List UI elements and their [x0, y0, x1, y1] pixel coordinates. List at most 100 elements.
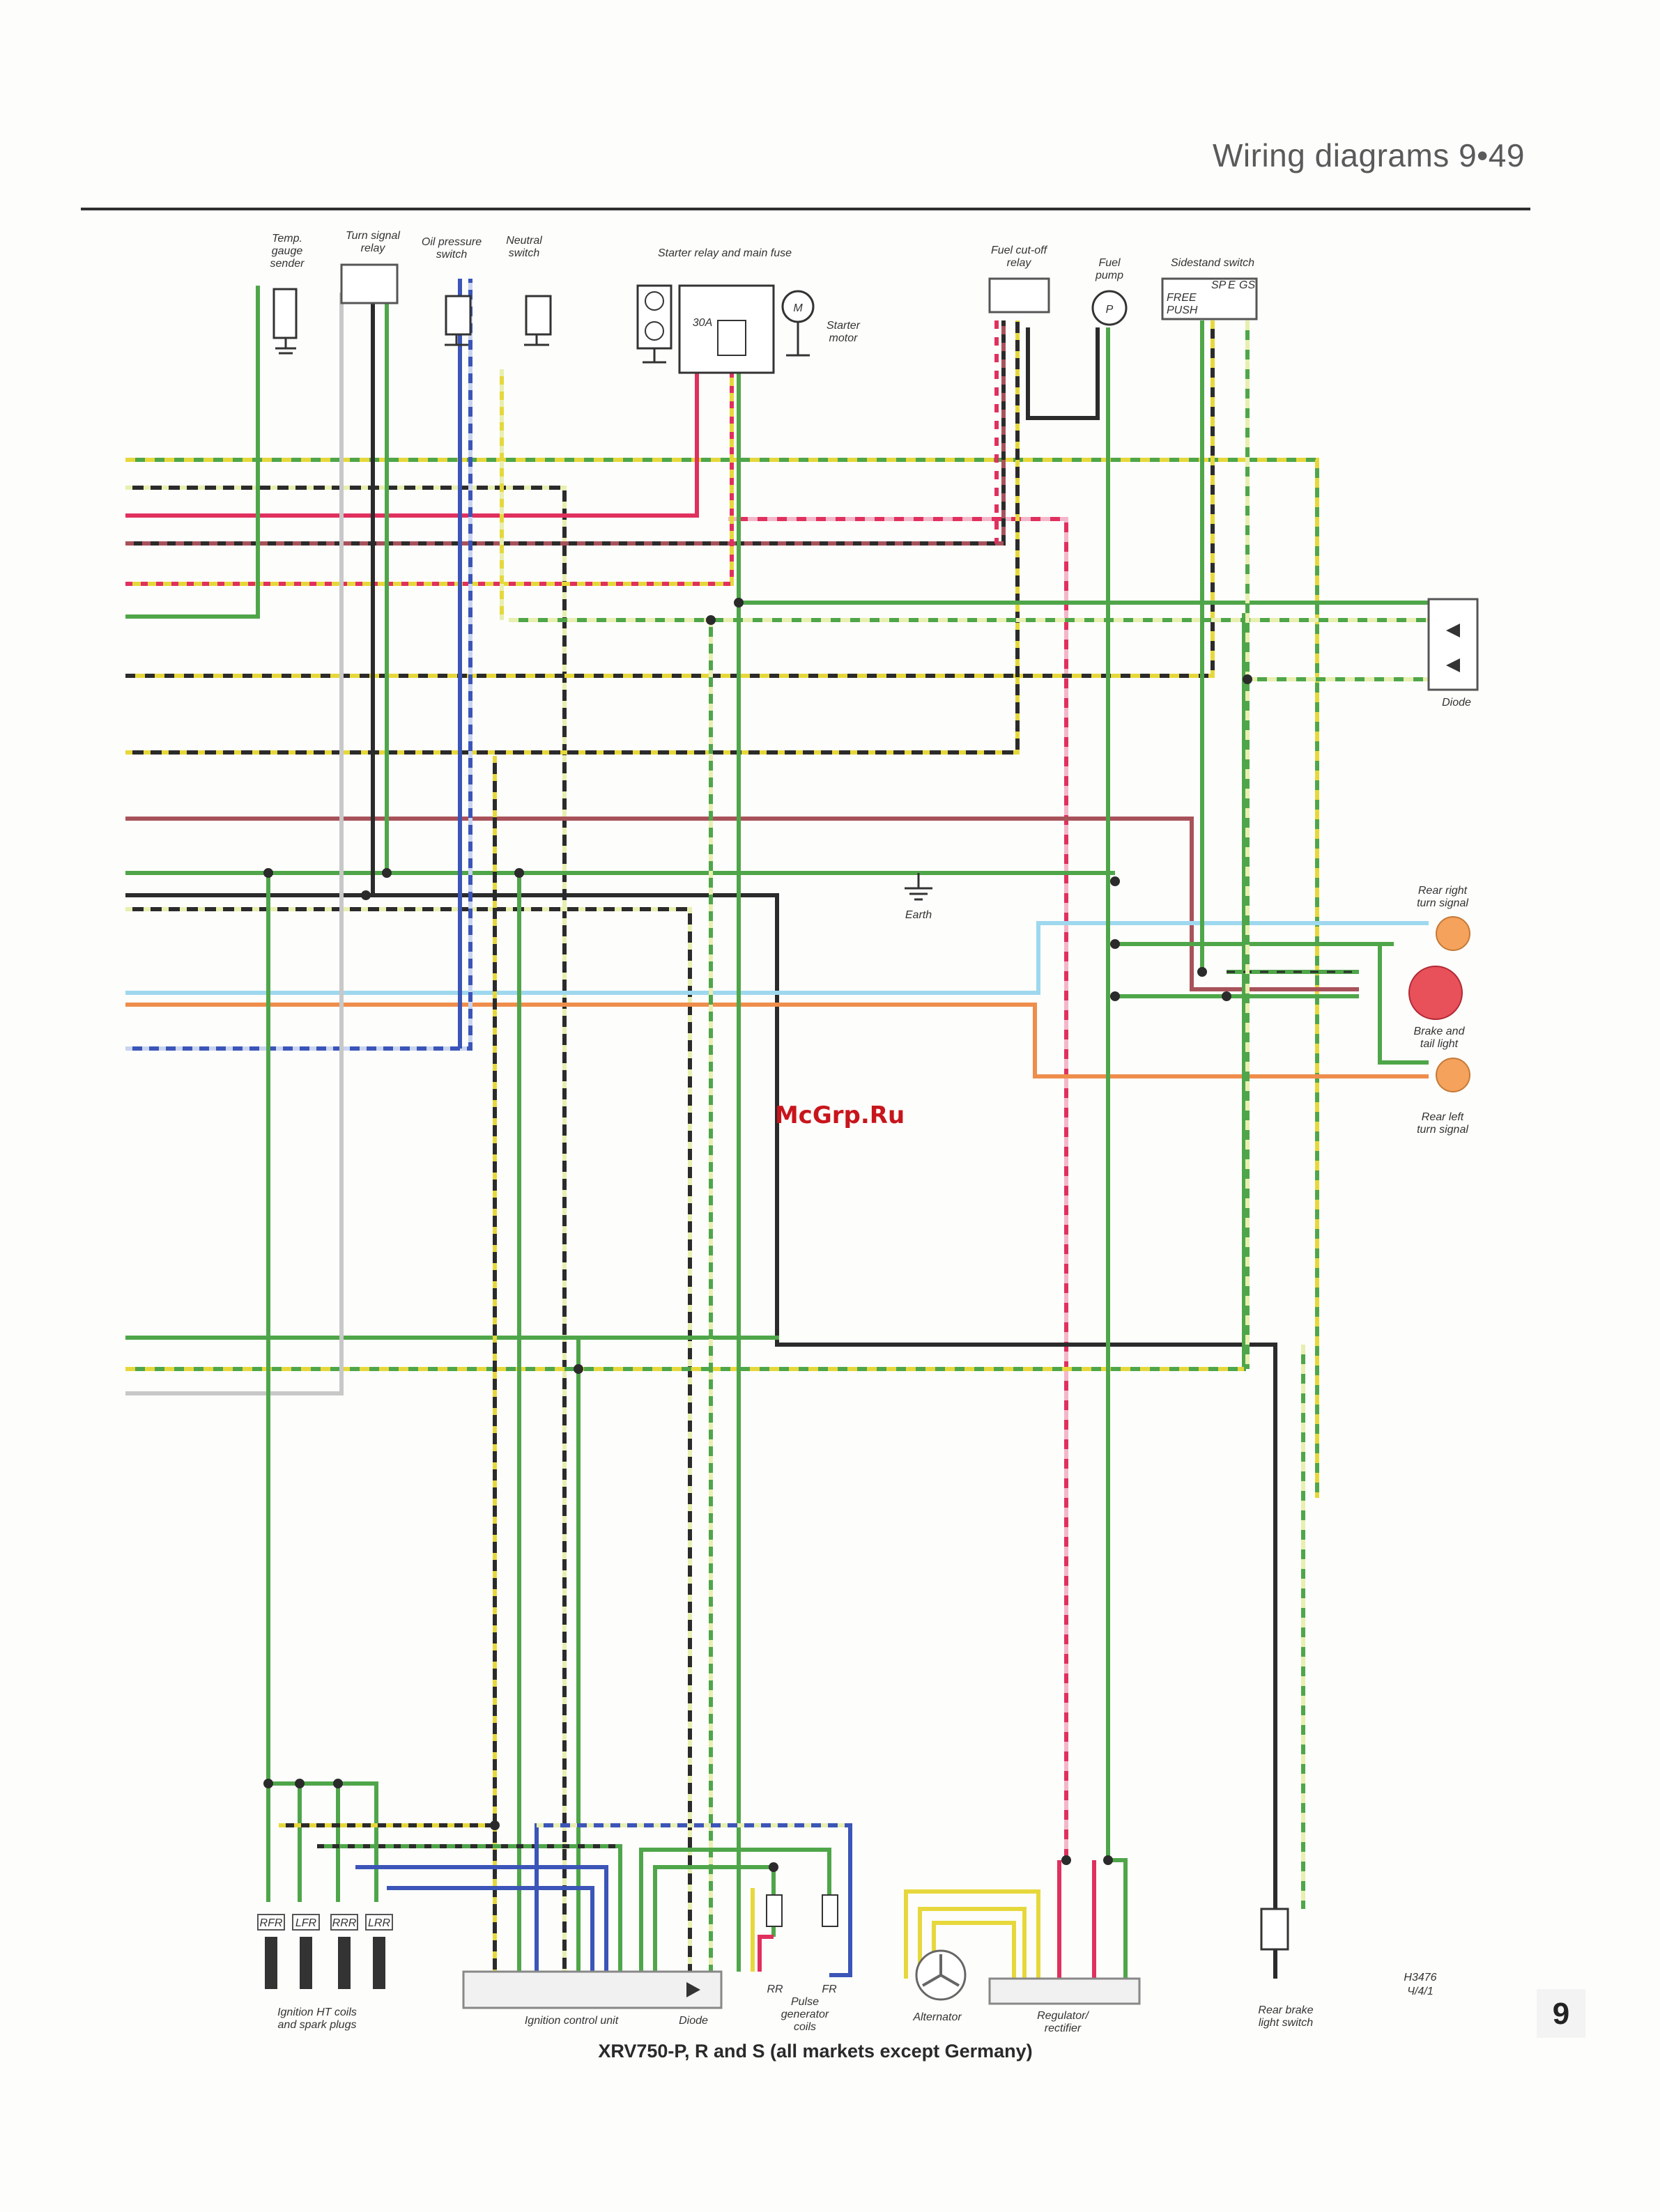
turn-signal-relay: Turn signal relay	[340, 230, 400, 304]
rear-right-label-1: Rear right	[1418, 885, 1468, 897]
earth-label: Earth	[905, 909, 932, 921]
neutral-label-1: Neutral	[506, 235, 542, 247]
icu-label: Ignition control unit	[525, 2015, 619, 2027]
wire-green-temp	[125, 286, 260, 619]
regulator-label-1: Regulator/	[1037, 2010, 1089, 2022]
page-tab	[1537, 1989, 1585, 2038]
wire-bw-dashed	[125, 907, 692, 1993]
fuel-relay-label-1: Fuel cut-off	[991, 245, 1048, 256]
fuel-pump-label-2: pump	[1095, 270, 1123, 281]
pulse-fr: FR	[822, 1983, 837, 1995]
alternator-label: Alternator	[912, 2011, 962, 2023]
ref-code: H3476	[1404, 1972, 1436, 1983]
starter-relay-label: Starter relay and main fuse	[658, 247, 792, 259]
watermark: McGrp.Ru	[775, 1101, 905, 1129]
wire-blue-white	[125, 279, 472, 1051]
diode-bottom-label: Diode	[679, 2015, 708, 2027]
temp-label-3: sender	[270, 258, 305, 270]
temp-label-2: gauge	[272, 245, 303, 257]
diagram-caption: XRV750-P, R and S (all markets except Ge…	[598, 2041, 1032, 2062]
sidestand-sp: SP	[1211, 279, 1227, 291]
sidestand-e: E	[1228, 279, 1236, 291]
ignition-control-unit: Ignition control unit	[462, 1970, 723, 2027]
ignition-coils-label-2: and spark plugs	[278, 2019, 357, 2031]
wire-black-ign	[125, 893, 1277, 1979]
coil-lrr: LRR	[368, 1917, 390, 1929]
rear-brake-label-1: Rear brake	[1258, 2004, 1313, 2016]
temp-gauge-sender: Temp. gauge sender	[270, 233, 305, 355]
wire-orange	[125, 1003, 1429, 1078]
motor-symbol: M	[793, 302, 803, 314]
rear-left-label-1: Rear left	[1422, 1111, 1464, 1123]
regulator-rectifier: Regulator/ rectifier	[988, 1977, 1141, 2034]
junction-dots	[263, 598, 1252, 1872]
horizontal-wires	[125, 279, 1429, 1993]
wire-yellow-red	[125, 369, 734, 586]
diode-bottom: Diode	[679, 1982, 708, 2027]
tab-number: 9	[1553, 1997, 1569, 2031]
oil-label-1: Oil pressure	[422, 236, 482, 248]
starter-motor-label-1: Starter	[827, 320, 861, 332]
wire-light-blue	[125, 921, 1429, 995]
wire-green-yellow-top	[125, 458, 1319, 1498]
diode-right-label: Diode	[1442, 697, 1471, 709]
temp-label-1: Temp.	[272, 233, 302, 245]
alternator: Alternator	[912, 1949, 967, 2023]
wire-brown	[125, 817, 1359, 991]
pulse-rr: RR	[767, 1983, 783, 1995]
starter-relay-main-fuse: 30A Starter relay and main fuse	[658, 247, 792, 374]
wire-red-main	[125, 369, 699, 518]
regulator-label-2: rectifier	[1045, 2022, 1082, 2034]
wire-black-white	[125, 486, 567, 1972]
starter-motor-label-2: motor	[829, 332, 859, 344]
rear-brake-label-2: light switch	[1259, 2017, 1313, 2029]
starter-motor: M Starter motor	[781, 290, 861, 357]
sidestand-free: FREE	[1167, 292, 1197, 304]
bottom-harness	[266, 1781, 1128, 1979]
ignition-ht-coils: RFR LFR RRR LRR Ignition HT coils and sp…	[257, 1914, 393, 2031]
earth-symbol: Earth	[905, 873, 932, 921]
sidestand-label: Sidestand switch	[1171, 257, 1254, 269]
pulse-generator-coils: RR FR Pulse generator coils	[766, 1894, 838, 2033]
pump-symbol: P	[1106, 304, 1114, 316]
turn-relay-label-1: Turn signal	[346, 230, 400, 242]
oil-label-2: switch	[436, 249, 468, 261]
brake-tail-light: Brake and tail light	[1408, 966, 1466, 1050]
pulse-label-1: Pulse	[791, 1996, 819, 2008]
fuel-relay-label-2: relay	[1007, 257, 1032, 269]
coil-rfr: RFR	[260, 1917, 283, 1929]
vertical-wires	[266, 279, 1305, 1993]
header-rule	[81, 208, 1530, 210]
rear-left-turn-signal: Rear left turn signal	[1417, 1058, 1470, 1136]
coil-lfr: LFR	[295, 1917, 317, 1929]
fuel-cutoff-relay: Fuel cut-off relay	[988, 245, 1050, 314]
fuel-pump: P Fuel pump	[1091, 257, 1128, 326]
rear-right-label-2: turn signal	[1417, 897, 1468, 909]
diode-right: Diode	[1427, 598, 1479, 709]
neutral-label-2: switch	[509, 247, 540, 259]
oil-pressure-switch: Oil pressure switch	[422, 236, 482, 346]
turn-relay-label-2: relay	[361, 242, 386, 254]
fuel-pump-label-1: Fuel	[1098, 257, 1121, 269]
page-header: Wiring diagrams 9•49	[1213, 137, 1525, 173]
sidestand-gs: GS	[1239, 279, 1255, 291]
sidestand-push: PUSH	[1167, 304, 1198, 316]
fuse-rating: 30A	[693, 317, 712, 329]
pulse-label-2: generator	[781, 2009, 829, 2020]
ref-code-2: Ч/4/1	[1407, 1986, 1433, 1997]
rear-right-turn-signal: Rear right turn signal	[1417, 885, 1470, 951]
wire-yellow-black	[125, 320, 1215, 678]
ignition-coils-label-1: Ignition HT coils	[277, 2006, 357, 2018]
battery	[636, 284, 673, 364]
rear-left-label-2: turn signal	[1417, 1124, 1468, 1136]
brake-tail-label-1: Brake and	[1414, 1026, 1466, 1037]
coil-rrr: RRR	[332, 1917, 357, 1929]
sidestand-switch: Sidestand switch SP E GS FREE PUSH	[1161, 257, 1258, 320]
rear-brake-light-switch: Rear brake light switch	[1258, 1908, 1314, 2029]
brake-tail-label-2: tail light	[1420, 1038, 1459, 1050]
wire-grey	[125, 293, 344, 1395]
neutral-switch: Neutral switch	[506, 235, 552, 346]
pulse-label-3: coils	[794, 2021, 816, 2033]
